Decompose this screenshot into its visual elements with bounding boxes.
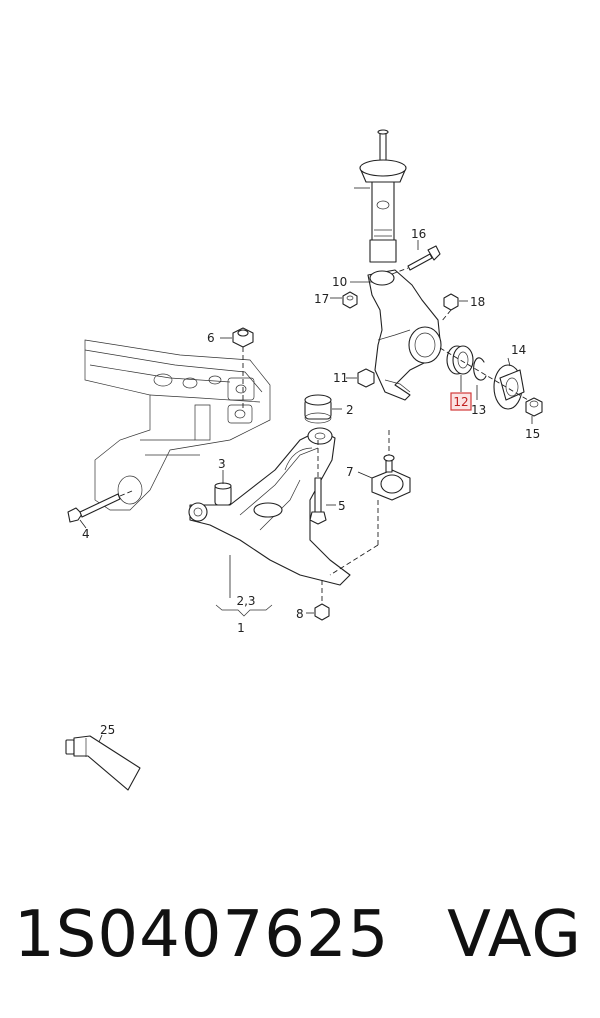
callout-17: 17 (314, 292, 329, 306)
part-16-bolt (391, 245, 441, 275)
brand-label: VAG (447, 898, 582, 972)
part-6-nut (220, 327, 254, 410)
strut-assembly (354, 129, 407, 263)
callout-14: 14 (511, 343, 526, 357)
callout-6: 6 (207, 331, 215, 345)
part-3-bushing (214, 470, 232, 506)
part-8-nut (306, 580, 330, 621)
part-17-nut (330, 291, 358, 309)
callout-12: 12 (453, 395, 468, 409)
suspension-parts-diagram: 1 2 2,3 3 4 5 6 7 8 10 11 12 13 14 15 16… (65, 129, 543, 791)
callout-5: 5 (338, 499, 346, 513)
part-10-steering-knuckle (367, 269, 442, 401)
footer: 1S0407625 VAG (0, 880, 600, 990)
callout-16: 16 (411, 227, 426, 241)
callout-15: 15 (525, 427, 540, 441)
part-5-bolt (309, 440, 336, 525)
part-11-nut (346, 368, 375, 388)
part-13-circlip (473, 357, 487, 400)
part-14-wheel-hub (493, 357, 525, 410)
subframe (84, 339, 271, 511)
part-4-bolt (67, 490, 133, 529)
part-7-ball-joint (329, 430, 411, 576)
part-25-grease-tube (65, 734, 141, 791)
callout-10: 10 (332, 275, 347, 289)
part-18-nut (440, 293, 468, 323)
part-number: 1S0407625 (14, 898, 390, 972)
part-12-wheel-bearing (446, 345, 474, 392)
callout-2: 2 (346, 403, 354, 417)
callout-11: 11 (333, 371, 348, 385)
callout-2-3: 2,3 (236, 594, 255, 608)
callout-7: 7 (346, 465, 354, 479)
callout-8: 8 (296, 607, 304, 621)
callout-13: 13 (471, 403, 486, 417)
part-2-bushing (304, 394, 342, 424)
callout-3: 3 (218, 457, 226, 471)
callout-18: 18 (470, 295, 485, 309)
callout-25: 25 (100, 723, 115, 737)
callout-1: 1 (237, 621, 245, 635)
part-15-nut (525, 397, 543, 424)
highlight-box-12 (450, 392, 472, 411)
callout-4: 4 (82, 527, 90, 541)
part-1-control-arm (188, 427, 351, 617)
